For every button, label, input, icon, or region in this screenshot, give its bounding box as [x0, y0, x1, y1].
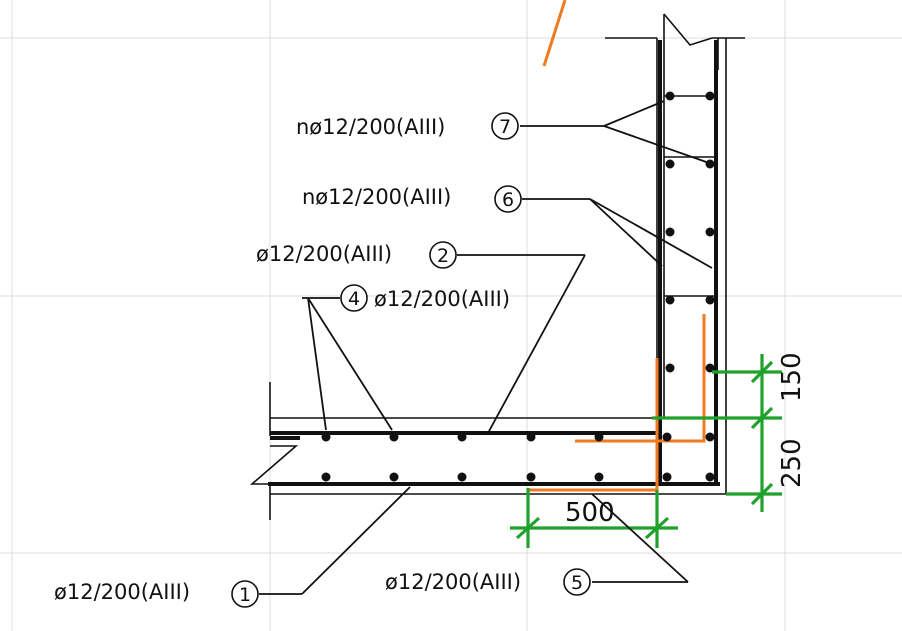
callout-2: ø12/200(AIII) 2 — [256, 241, 457, 269]
callout-7: nø12/200(AIII) 7 — [296, 112, 519, 140]
dimension-lines — [510, 354, 782, 548]
callout-1: ø12/200(AIII) 1 — [54, 580, 259, 608]
callout-4: 4 ø12/200(AIII) — [340, 284, 510, 312]
callout-2-number: 2 — [437, 245, 449, 267]
callout-5-number: 5 — [571, 572, 583, 594]
callout-5-text: ø12/200(AIII) — [385, 570, 521, 594]
leader-lines — [259, 100, 713, 595]
callout-6-text: nø12/200(AIII) — [302, 185, 451, 209]
callout-1-number: 1 — [239, 584, 251, 606]
callout-4-text: ø12/200(AIII) — [374, 287, 510, 311]
callout-7-text: nø12/200(AIII) — [296, 115, 445, 139]
dimension-250-label: 250 — [777, 438, 807, 488]
callout-4-number: 4 — [348, 288, 360, 310]
dimension-500-label: 500 — [565, 498, 615, 528]
callout-5: ø12/200(AIII) 5 — [385, 568, 591, 596]
callout-1-text: ø12/200(AIII) — [54, 580, 190, 604]
callout-2-text: ø12/200(AIII) — [256, 242, 392, 266]
callout-6: nø12/200(AIII) 6 — [302, 185, 522, 213]
callout-6-number: 6 — [502, 189, 514, 211]
callout-7-number: 7 — [499, 116, 511, 138]
concrete-outline — [249, 13, 745, 520]
dimension-150-label: 150 — [777, 352, 807, 402]
rebar-dots — [321, 91, 715, 482]
